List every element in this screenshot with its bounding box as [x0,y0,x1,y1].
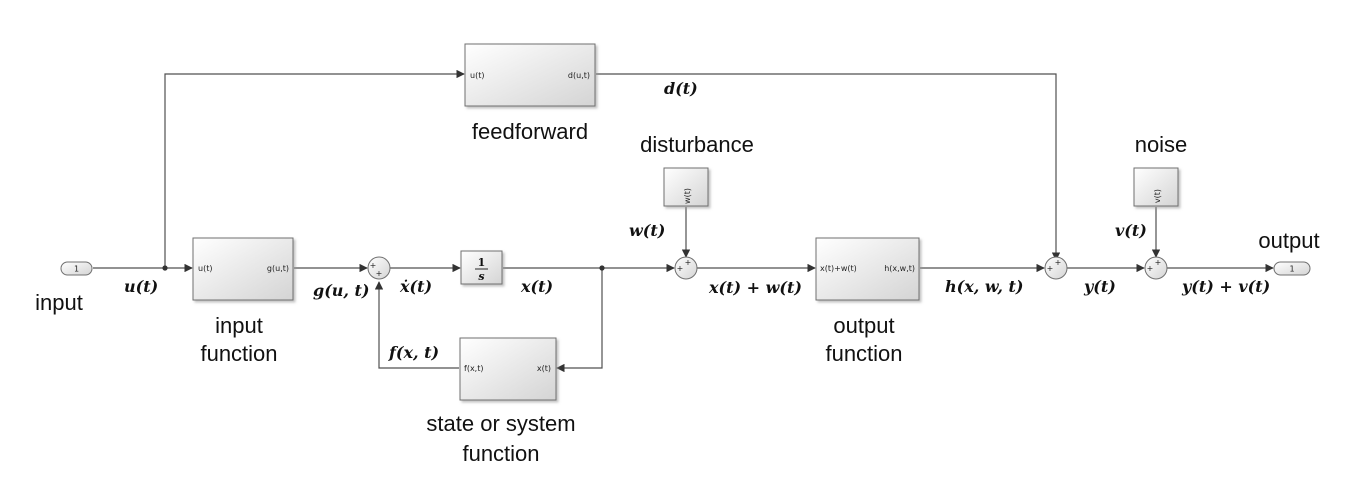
state-function-block[interactable]: f(x,t) x(t) [459,337,557,401]
signal-label-w: w(t) [629,221,665,240]
sum-junction-disturbance[interactable]: + + [674,256,698,280]
input-function-port-out: g(u,t) [267,264,289,273]
outport-block[interactable]: 1 [1273,261,1311,276]
outport-number: 1 [1289,265,1294,274]
input-function-label-line1: input [215,313,263,338]
wire-f-to-sum [374,281,459,369]
disturbance-port: w(t) [683,188,692,204]
state-function-label-line1: state or system [426,411,575,436]
wire-x-feedback [556,268,603,373]
integrator-numerator: 1 [478,256,486,269]
sum-sign: + [1147,264,1154,273]
sum-sign: + [376,269,383,278]
input-function-block[interactable]: u(t) g(u,t) [192,237,294,301]
wire-branch-to-feedforward [164,69,465,268]
integrator-block[interactable]: 1 s [460,250,503,285]
state-function-label-line2: function [462,441,539,466]
signal-label-d: d(t) [664,79,698,98]
inport-label: input [35,290,83,315]
sum-junction-state[interactable]: + + [367,256,391,280]
output-function-port-in: x(t)+w(t) [820,264,857,273]
signal-label-x-plus-w: x(t) + w(t) [708,278,802,297]
noise-block[interactable]: v(t) [1133,167,1179,207]
signal-labels: u(t) g(u, t) ẋ(t) x(t) f(x, t) w(t) x(t)… [124,79,1270,362]
inport-block[interactable]: 1 [60,261,93,276]
sum-sign: + [1055,258,1062,267]
wires [93,69,1274,373]
feedforward-port-in: u(t) [470,71,484,80]
noise-port: v(t) [1153,189,1162,203]
noise-label: noise [1135,132,1188,157]
output-function-label-line1: output [833,313,894,338]
signal-label-x: x(t) [520,277,553,296]
feedforward-label: feedforward [472,119,588,144]
feedforward-port-out: d(u,t) [568,71,590,80]
sum-sign: + [370,261,377,270]
signal-label-h: h(x, w, t) [945,277,1023,296]
sum-sign: + [677,264,684,273]
sum-sign: + [685,258,692,267]
input-function-port-in: u(t) [198,264,212,273]
state-function-port-out: x(t) [537,364,551,373]
branch-point-x [599,265,605,271]
integrator-denominator: s [478,270,484,283]
signal-label-xdot: ẋ(t) [399,277,432,296]
state-function-port-in: f(x,t) [464,364,483,373]
sum-junction-feedforward[interactable]: + + [1044,256,1068,280]
feedforward-block[interactable]: u(t) d(u,t) [464,43,596,107]
sum-junction-noise[interactable]: + + [1144,256,1168,280]
block-labels: feedforward disturbance noise output inp… [35,119,1319,466]
signal-label-y-plus-v: y(t) + v(t) [1181,277,1270,296]
wire-feedforward-to-sum [596,73,1061,261]
sum-sign: + [1047,264,1054,273]
inport-number: 1 [74,265,79,274]
sum-sign: + [1155,258,1162,267]
input-function-label-line2: function [200,341,277,366]
signal-label-u: u(t) [124,277,158,296]
disturbance-label: disturbance [640,132,754,157]
signal-label-v: v(t) [1115,221,1147,240]
signal-label-g: g(u, t) [313,281,370,300]
disturbance-block[interactable]: w(t) [663,167,709,207]
outport-label: output [1258,228,1319,253]
branch-point-u [162,265,168,271]
signal-label-f: f(x, t) [388,343,439,362]
output-function-label-line2: function [825,341,902,366]
output-function-block[interactable]: x(t)+w(t) h(x,w,t) [815,237,920,301]
output-function-port-out: h(x,w,t) [884,264,915,273]
signal-label-y: y(t) [1083,277,1116,296]
